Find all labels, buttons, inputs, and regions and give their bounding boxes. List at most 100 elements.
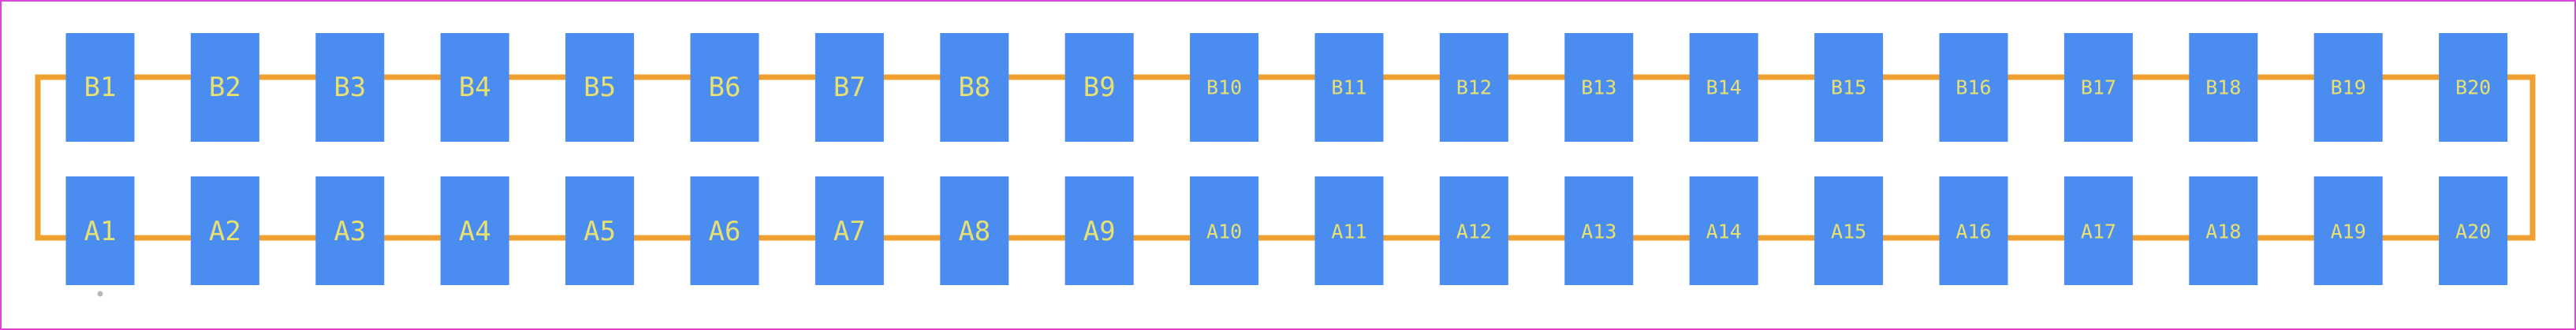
- pad-label: A5: [583, 216, 616, 247]
- pad-shape: [1064, 176, 1134, 285]
- pad-b10: B10: [1190, 33, 1259, 142]
- pad-a18: A18: [2189, 176, 2258, 285]
- pad-label: B8: [958, 72, 990, 103]
- pad-b16: B16: [1939, 33, 2008, 142]
- pad-label: B14: [1706, 76, 1742, 99]
- pad-shape: [1190, 176, 1259, 285]
- pad-shape: [1814, 33, 1884, 142]
- pad-a19: A19: [2313, 176, 2383, 285]
- pad-label: A9: [1083, 216, 1116, 247]
- pad-a2: A2: [190, 176, 259, 285]
- pad-shape: [190, 33, 259, 142]
- pad-b12: B12: [1439, 33, 1508, 142]
- pad-label: A19: [2331, 221, 2366, 243]
- pad-shape: [940, 33, 1009, 142]
- pad-a20: A20: [2439, 176, 2508, 285]
- pad-b14: B14: [1689, 33, 1758, 142]
- pad-b5: B5: [565, 33, 635, 142]
- pad-a10: A10: [1190, 176, 1259, 285]
- pad-shape: [1190, 33, 1259, 142]
- pad-label: A8: [958, 216, 990, 247]
- pad-label: B19: [2331, 76, 2366, 99]
- pad-shape: [190, 176, 259, 285]
- pad-b15: B15: [1814, 33, 1884, 142]
- pad-label: A1: [84, 216, 117, 247]
- pad-b9: B9: [1064, 33, 1134, 142]
- pad-a13: A13: [1564, 176, 1634, 285]
- pad-shape: [690, 176, 759, 285]
- pad-b3: B3: [315, 33, 385, 142]
- pad-label: B10: [1206, 76, 1242, 99]
- pad-a5: A5: [565, 176, 635, 285]
- pad-label: A13: [1581, 221, 1616, 243]
- pad-a11: A11: [1314, 176, 1384, 285]
- pad-layer: B1 B2 B3 B4 B5 B6 B7 B8 B9 B10 B11 B12 B13 B14 B15 B16 B…: [65, 33, 2508, 285]
- pad-label: A12: [1456, 221, 1492, 243]
- pad-a8: A8: [940, 176, 1009, 285]
- pad-shape: [1314, 176, 1384, 285]
- pad-shape: [1564, 33, 1634, 142]
- pad-label: B13: [1581, 76, 1616, 99]
- pad-label: B18: [2205, 76, 2241, 99]
- pad-label: A3: [334, 216, 366, 247]
- pad-shape: [690, 33, 759, 142]
- pad-a7: A7: [815, 176, 884, 285]
- pad-a3: A3: [315, 176, 385, 285]
- pad-shape: [940, 176, 1009, 285]
- pad-shape: [815, 33, 884, 142]
- pad-b19: B19: [2313, 33, 2383, 142]
- pad-shape: [65, 33, 135, 142]
- pad-shape: [2189, 176, 2258, 285]
- pad-label: A17: [2081, 221, 2116, 243]
- pad-label: B5: [583, 72, 616, 103]
- pad-b13: B13: [1564, 33, 1634, 142]
- pad-b17: B17: [2063, 33, 2133, 142]
- pad-label: A11: [1331, 221, 1366, 243]
- pad-label: A2: [209, 216, 241, 247]
- pad-label: A14: [1706, 221, 1742, 243]
- pad-shape: [2439, 33, 2508, 142]
- pad-shape: [2063, 33, 2133, 142]
- pad-shape: [315, 176, 385, 285]
- pad-a1: A1: [65, 176, 135, 285]
- pad-a6: A6: [690, 176, 759, 285]
- pad-a14: A14: [1689, 176, 1758, 285]
- pad-label: B6: [709, 72, 741, 103]
- pad-label: A16: [1955, 221, 1991, 243]
- pad-shape: [2439, 176, 2508, 285]
- pad-b18: B18: [2189, 33, 2258, 142]
- pad-label: B16: [1955, 76, 1991, 99]
- pad-shape: [65, 176, 135, 285]
- pad-label: A18: [2205, 221, 2241, 243]
- pad-label: B12: [1456, 76, 1492, 99]
- pad-shape: [1939, 176, 2008, 285]
- pad-shape: [2063, 176, 2133, 285]
- pad-a17: A17: [2063, 176, 2133, 285]
- pad-label: B20: [2455, 76, 2491, 99]
- pad-shape: [815, 176, 884, 285]
- pad-label: B17: [2081, 76, 2116, 99]
- pad-b8: B8: [940, 33, 1009, 142]
- pin1-marker: [97, 291, 103, 297]
- pad-b2: B2: [190, 33, 259, 142]
- pad-a4: A4: [440, 176, 509, 285]
- pad-b7: B7: [815, 33, 884, 142]
- pad-label: B3: [334, 72, 366, 103]
- pad-label: B4: [459, 72, 491, 103]
- pad-label: B1: [84, 72, 117, 103]
- pad-shape: [1064, 33, 1134, 142]
- pad-label: B9: [1083, 72, 1116, 103]
- pad-shape: [1314, 33, 1384, 142]
- pad-label: B11: [1331, 76, 1366, 99]
- pad-b1: B1: [65, 33, 135, 142]
- pad-shape: [1939, 33, 2008, 142]
- pad-label: B15: [1831, 76, 1866, 99]
- pad-label: A7: [833, 216, 866, 247]
- pad-b11: B11: [1314, 33, 1384, 142]
- pad-shape: [1689, 176, 1758, 285]
- pad-shape: [1814, 176, 1884, 285]
- pad-shape: [565, 33, 635, 142]
